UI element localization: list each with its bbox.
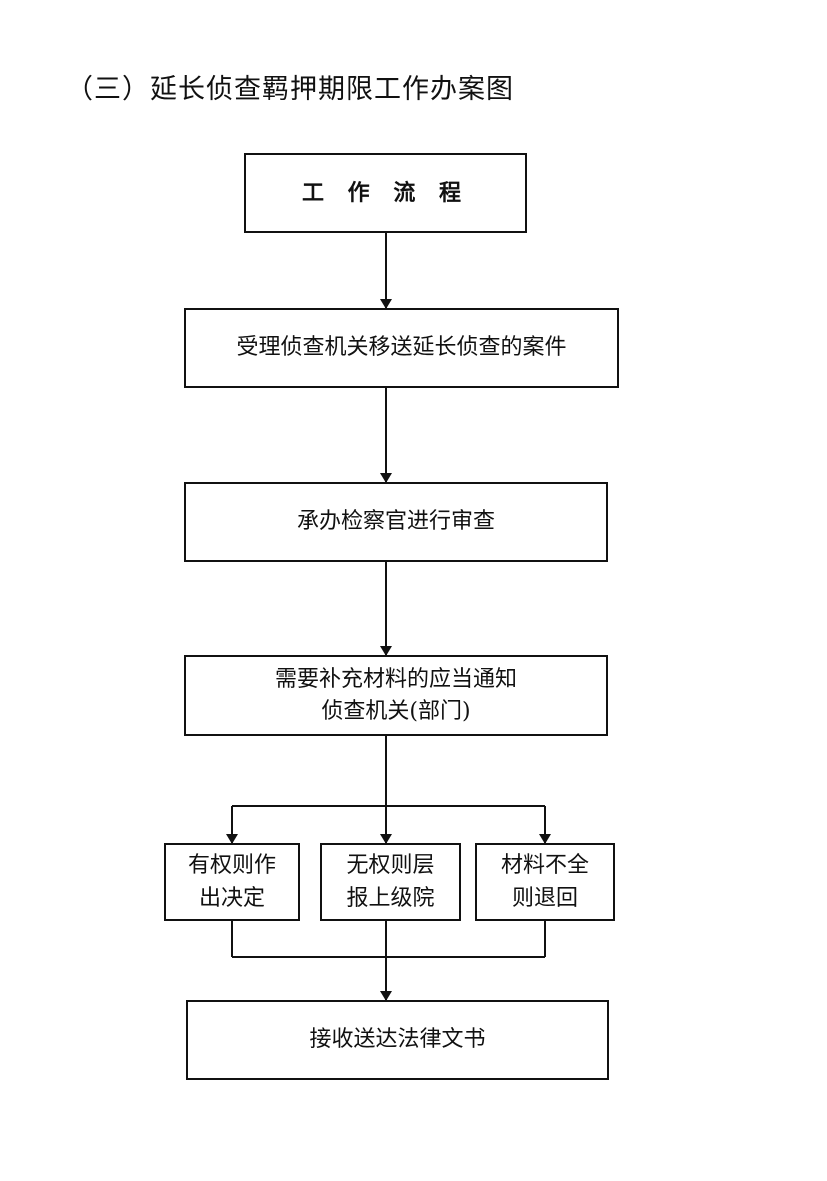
branch-decide-text: 有权则作 出决定: [188, 849, 276, 915]
step-receive-documents-label: 接收送达法律文书: [309, 1027, 486, 1052]
page-title: （三）延长侦查羁押期限工作办案图: [66, 74, 514, 105]
flow-header-label: 工 作 流 程: [302, 180, 469, 206]
branch-decide-line2: 出决定: [198, 886, 265, 911]
branch-return-line2: 则退回: [511, 886, 578, 911]
step-notify-line1: 需要补充材料的应当通知: [274, 666, 517, 692]
step-notify-box: 需要补充材料的应当通知 侦查机关(部门): [184, 655, 608, 736]
branch-return-line1: 材料不全: [500, 853, 589, 878]
flow-header-box: 工 作 流 程: [244, 153, 527, 233]
branch-escalate-text: 无权则层 报上级院: [346, 849, 434, 915]
step-receive-documents-box: 接收送达法律文书: [186, 1000, 609, 1080]
branch-return-text: 材料不全 则退回: [501, 849, 589, 915]
step-review-label: 承办检察官进行审查: [296, 509, 495, 534]
branch-escalate-line2: 报上级院: [346, 886, 435, 911]
step-notify-text: 需要补充材料的应当通知 侦查机关(部门): [275, 664, 517, 728]
branch-return-box: 材料不全 则退回: [475, 843, 615, 921]
step-notify-line2: 侦查机关(部门): [321, 698, 471, 724]
branch-escalate-box: 无权则层 报上级院: [320, 843, 461, 921]
branch-decide-line1: 有权则作: [187, 853, 276, 878]
branch-decide-box: 有权则作 出决定: [164, 843, 300, 921]
step-receive-case-box: 受理侦查机关移送延长侦查的案件: [184, 308, 619, 388]
step-review-box: 承办检察官进行审查: [184, 482, 608, 562]
branch-escalate-line1: 无权则层: [346, 853, 435, 878]
step-receive-case-label: 受理侦查机关移送延长侦查的案件: [236, 335, 567, 360]
